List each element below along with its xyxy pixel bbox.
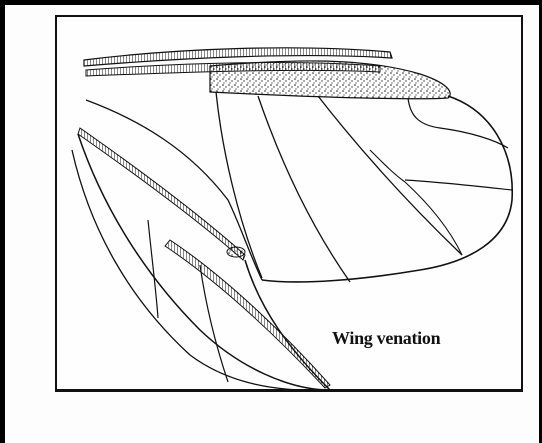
vein-6 — [370, 150, 405, 182]
hind-wing — [72, 128, 330, 390]
wing-margin — [262, 96, 512, 282]
figure-caption: Wing venation — [332, 328, 440, 349]
bottom-rule — [55, 389, 523, 392]
nodal-spot — [227, 247, 245, 257]
vein-3 — [318, 96, 462, 255]
pterostigma — [210, 61, 450, 99]
vein-4 — [408, 98, 508, 148]
vein-7 — [405, 182, 462, 255]
vein-5 — [405, 180, 512, 190]
fore-wing — [84, 48, 512, 282]
hind-vein-1 — [148, 220, 158, 318]
vein-2 — [258, 96, 350, 282]
